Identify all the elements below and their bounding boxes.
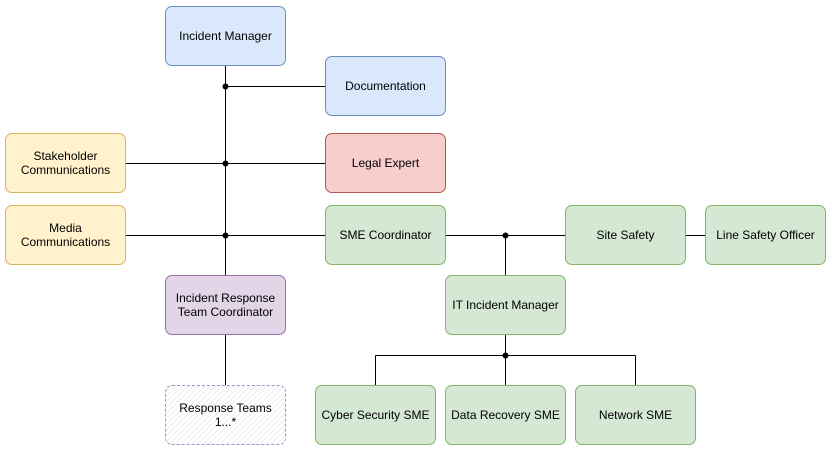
- cyber-security-sme-node[interactable]: Cyber Security SME: [315, 385, 436, 445]
- junction-dot: [222, 232, 229, 239]
- response-teams-node[interactable]: Response Teams 1...*: [165, 385, 286, 445]
- junction-dot: [222, 160, 229, 167]
- incident-manager-node[interactable]: Incident Manager: [165, 6, 286, 66]
- junction-dot: [502, 352, 509, 359]
- junction-dot: [222, 83, 229, 90]
- media-communications-node[interactable]: Media Communications: [5, 205, 126, 265]
- documentation-node[interactable]: Documentation: [325, 56, 446, 116]
- network-sme-node[interactable]: Network SME: [575, 385, 696, 445]
- junction-dot: [502, 232, 509, 239]
- it-incident-manager-node[interactable]: IT Incident Manager: [445, 275, 566, 335]
- sme-coordinator-node[interactable]: SME Coordinator: [325, 205, 446, 265]
- stakeholder-communications-node[interactable]: Stakeholder Communications: [5, 133, 126, 193]
- site-safety-node[interactable]: Site Safety: [565, 205, 686, 265]
- data-recovery-sme-node[interactable]: Data Recovery SME: [445, 385, 566, 445]
- legal-expert-node[interactable]: Legal Expert: [325, 133, 446, 193]
- incident-response-team-coordinator-node[interactable]: Incident Response Team Coordinator: [165, 275, 286, 335]
- line-safety-officer-node[interactable]: Line Safety Officer: [705, 205, 826, 265]
